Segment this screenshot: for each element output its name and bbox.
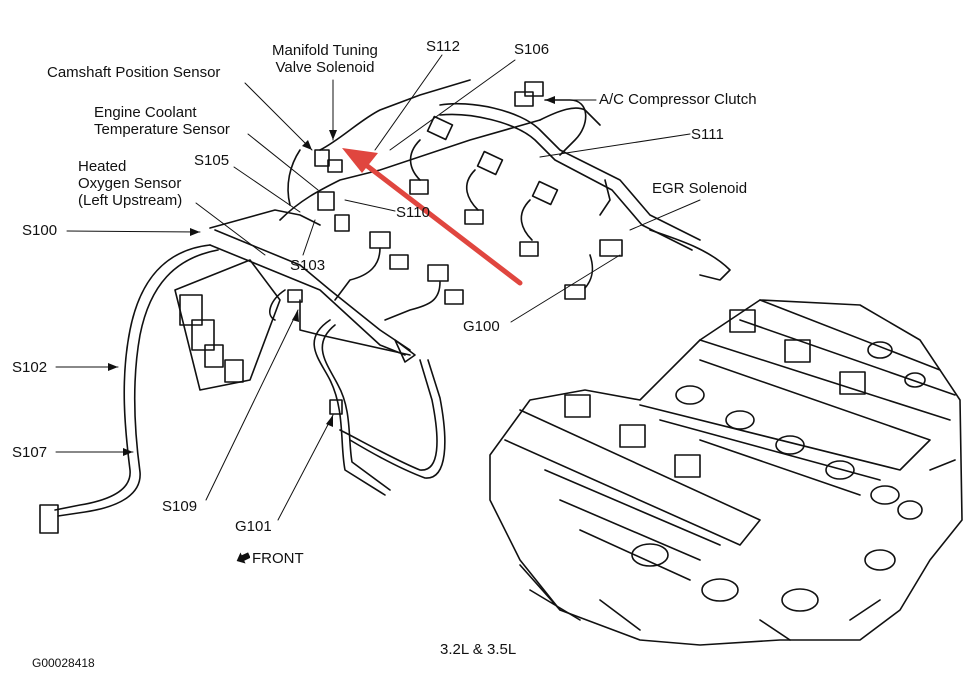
s111-label: S111: [691, 126, 724, 143]
front-indicator: FRONT: [236, 550, 304, 567]
engine-coolant-line2: Temperature Sensor: [94, 121, 230, 138]
s110-label: S110: [396, 204, 430, 221]
leader-lines: [55, 54, 701, 521]
leader-arrowheads: [108, 96, 555, 456]
s112-label: S112: [426, 38, 460, 55]
engine-size-label: 3.2L & 3.5L: [440, 641, 517, 658]
engine-block: [489, 299, 963, 646]
figure-id: G00028418: [32, 656, 95, 670]
s103-label: S103: [290, 257, 326, 274]
g101-label: G101: [235, 518, 272, 535]
s107-label: S107: [12, 444, 48, 461]
front-label: FRONT: [252, 550, 304, 567]
manifold-tuning-valve-label: Manifold Tuning Valve Solenoid: [272, 42, 378, 76]
s105-label: S105: [194, 152, 230, 169]
manifold-tuning-line2: Valve Solenoid: [275, 59, 375, 76]
heated-o2-line1: Heated: [78, 158, 127, 175]
red-arrow: [342, 148, 523, 286]
engine-coolant-temp-label: Engine Coolant Temperature Sensor: [94, 104, 230, 138]
heated-oxygen-sensor-label: Heated Oxygen Sensor (Left Upstream): [78, 158, 182, 209]
wiring-harness: [39, 79, 731, 534]
engine-coolant-line1: Engine Coolant: [94, 104, 197, 121]
g100-label: G100: [463, 318, 500, 335]
front-arrow-icon: [236, 552, 250, 564]
egr-solenoid-label: EGR Solenoid: [652, 180, 748, 197]
heated-o2-line2: Oxygen Sensor: [78, 175, 182, 192]
heated-o2-line3: (Left Upstream): [78, 192, 183, 209]
s102-label: S102: [12, 359, 48, 376]
s100-label: S100: [22, 222, 58, 239]
manifold-tuning-line1: Manifold Tuning: [272, 42, 378, 59]
s106-label: S106: [514, 41, 550, 58]
ac-compressor-clutch-label: A/C Compressor Clutch: [599, 91, 757, 108]
s109-label: S109: [162, 498, 198, 515]
camshaft-position-sensor-label: Camshaft Position Sensor: [47, 64, 221, 81]
